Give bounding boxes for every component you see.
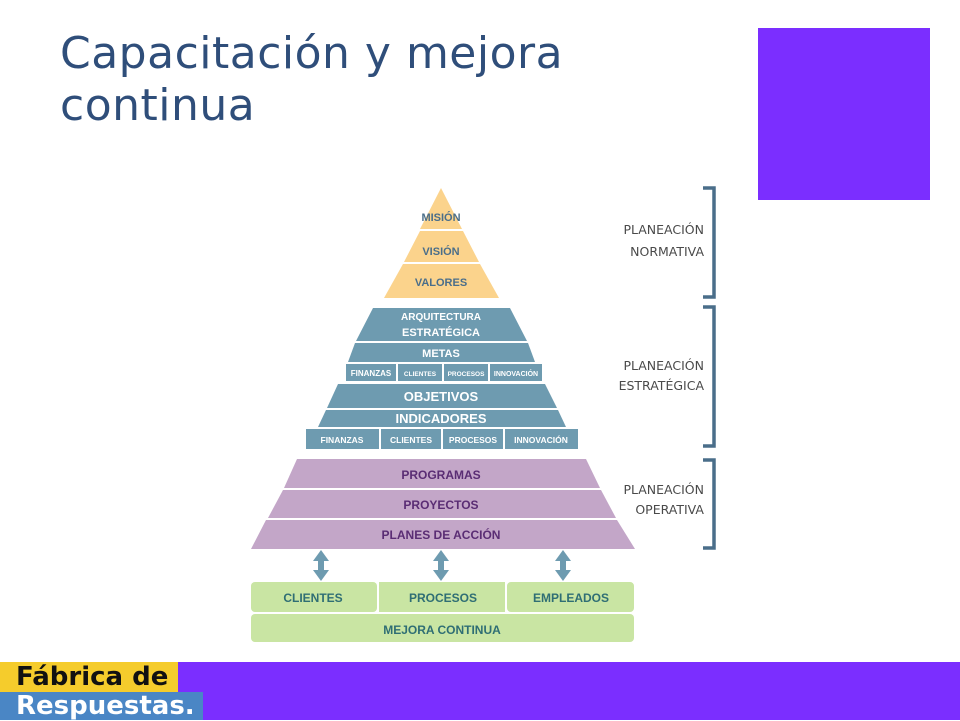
label-proyectos: PROYECTOS <box>403 498 478 512</box>
logo-line1: Fábrica de <box>0 662 179 692</box>
metas-cell-clientes <box>398 364 442 381</box>
label-estrategica: ESTRATÉGICA <box>402 326 480 339</box>
indicadores-cell-procesos <box>443 429 503 449</box>
operativa-section: PROGRAMAS PROYECTOS PLANES DE ACCIÓN <box>251 459 635 549</box>
bracket-label-normativa-1: PLANEACIÓN <box>623 222 704 237</box>
normativa-band-valores <box>384 264 499 298</box>
band-metas <box>348 343 535 362</box>
bracket-label-operativa-2: OPERATIVA <box>635 502 704 517</box>
indicadores-cell-clientes <box>381 429 441 449</box>
indicadores-label-procesos: PROCESOS <box>449 435 498 445</box>
indicadores-label-clientes: CLIENTES <box>390 435 432 445</box>
metas-cell-procesos <box>444 364 488 381</box>
label-vision: VISIÓN <box>422 245 459 258</box>
bracket-normativa <box>703 186 716 299</box>
arrows <box>313 550 571 581</box>
metas-label-procesos: PROCESOS <box>448 371 486 378</box>
band-programas <box>284 459 600 488</box>
bracket-label-normativa-2: NORMATIVA <box>630 244 704 259</box>
base-label-procesos: PROCESOS <box>409 591 477 605</box>
band-proyectos <box>268 490 616 518</box>
base-footer <box>251 614 634 642</box>
bracket-label-operativa-1: PLANEACIÓN <box>623 482 704 497</box>
bracket-operativa <box>703 458 716 550</box>
accent-square <box>758 28 930 200</box>
metas-cell-innovacion <box>490 364 542 381</box>
metas-cell-finanzas <box>346 364 396 381</box>
band-arquitectura <box>356 308 527 341</box>
double-arrow-icon <box>433 550 449 581</box>
indicadores-label-innovacion: INNOVACIÓN <box>514 434 568 445</box>
estrategica-section: ARQUITECTURA ESTRATÉGICA METAS FINANZAS … <box>306 308 578 449</box>
base-label-mejora-continua: MEJORA CONTINUA <box>383 623 501 637</box>
bracket-estrategica <box>703 305 716 448</box>
metas-label-clientes: CLIENTES <box>404 371 437 378</box>
slide-title-line1: Capacitación y mejora <box>60 28 564 79</box>
base-cell-clientes <box>251 582 377 612</box>
metas-label-innovacion: INNOVACIÓN <box>494 369 538 378</box>
indicadores-label-finanzas: FINANZAS <box>321 435 364 445</box>
double-arrow-icon <box>313 550 329 581</box>
brackets: PLANEACIÓN NORMATIVA PLANEACIÓN ESTRATÉG… <box>619 186 716 550</box>
band-objetivos <box>327 384 557 408</box>
base-cell-empleados <box>507 582 634 612</box>
slide-title: Capacitación y mejora continua <box>60 28 660 132</box>
bracket-label-estrategica-1: PLANEACIÓN <box>623 358 704 373</box>
label-mision: MISIÓN <box>421 211 460 224</box>
label-programas: PROGRAMAS <box>401 468 480 482</box>
label-valores: VALORES <box>415 277 467 289</box>
base-cell-procesos <box>379 582 505 612</box>
bracket-label-estrategica-2: ESTRATÉGICA <box>619 378 705 393</box>
label-metas: METAS <box>422 348 460 360</box>
slide-title-line2: continua <box>60 80 256 131</box>
base-label-clientes: CLIENTES <box>283 591 342 605</box>
band-planes <box>251 520 635 549</box>
band-indicadores <box>318 410 566 427</box>
metas-label-finanzas: FINANZAS <box>351 369 392 378</box>
label-indicadores: INDICADORES <box>395 411 486 426</box>
double-arrow-icon <box>555 550 571 581</box>
brand-logo: Fábrica de Respuestas. <box>0 662 203 720</box>
normativa-band-mision <box>420 188 462 229</box>
base-label-empleados: EMPLEADOS <box>533 591 609 605</box>
indicadores-cell-finanzas <box>306 429 379 449</box>
logo-line2: Respuestas. <box>0 692 203 720</box>
label-planes: PLANES DE ACCIÓN <box>382 527 501 542</box>
normativa-band-vision <box>404 231 479 262</box>
mejora-section: CLIENTES PROCESOS EMPLEADOS MEJORA CONTI… <box>251 582 634 642</box>
label-objetivos: OBJETIVOS <box>404 389 479 404</box>
label-arquitectura: ARQUITECTURA <box>401 312 481 323</box>
normativa-section: MISIÓN VISIÓN VALORES <box>384 188 499 298</box>
indicadores-cell-innovacion <box>505 429 578 449</box>
